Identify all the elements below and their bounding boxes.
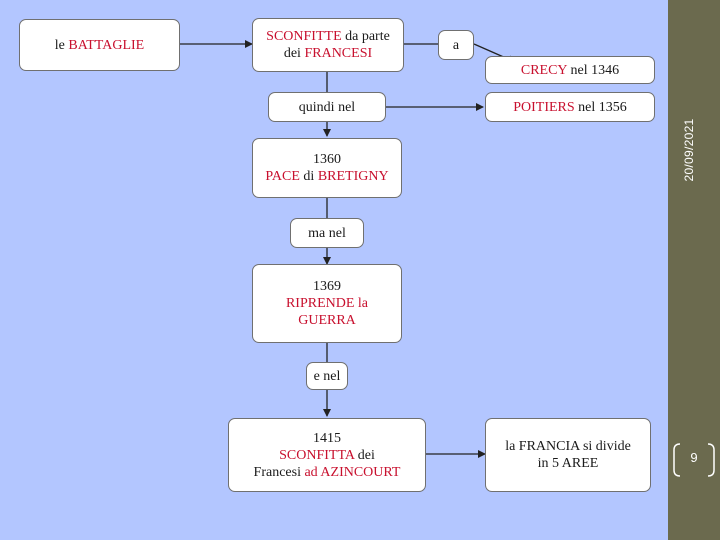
diagram-canvas: le BATTAGLIE SCONFITTE da parte dei FRAN… (19, 18, 655, 492)
node-azincourt: 1415 SCONFITTA dei Francesi ad AZINCOURT (228, 418, 426, 492)
node-quindi-nel: quindi nel (268, 92, 386, 122)
page-brackets-icon (673, 443, 715, 477)
node-poitiers: POITIERS nel 1356 (485, 92, 655, 122)
slide-date: 20/09/2021 (682, 118, 696, 182)
node-a: a (438, 30, 474, 60)
node-pace-bretigny: 1360 PACE di BRETIGNY (252, 138, 402, 198)
page-number-box: 9 (670, 440, 718, 480)
connector-layer (180, 40, 516, 458)
node-ma-nel: ma nel (290, 218, 364, 248)
node-crecy: CRECY nel 1346 (485, 56, 655, 84)
node-battaglie: le BATTAGLIE (19, 19, 180, 71)
node-sconfitte-francesi: SCONFITTE da parte dei FRANCESI (252, 18, 404, 72)
slide-sidebar (668, 0, 720, 540)
node-e-nel: e nel (306, 362, 348, 390)
node-francia-aree: la FRANCIA si divide in 5 AREE (485, 418, 651, 492)
page-number: 9 (690, 450, 698, 465)
node-riprende-guerra: 1369 RIPRENDE la GUERRA (252, 264, 402, 343)
